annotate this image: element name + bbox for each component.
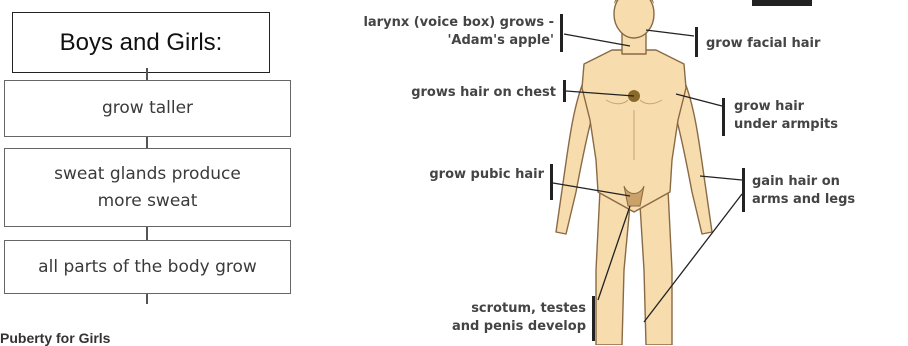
label-arm-leg-hair: gain hair on arms and legs	[752, 173, 855, 208]
label-bar	[563, 80, 566, 102]
label-larynx: larynx (voice box) grows - 'Adam's apple…	[340, 14, 554, 49]
label-bar	[550, 164, 553, 200]
label-bar	[592, 296, 595, 341]
label-bar	[722, 98, 725, 136]
head	[614, 0, 654, 38]
label-bar-partial	[752, 0, 812, 6]
left-leg	[596, 190, 630, 345]
label-facial-hair: grow facial hair	[706, 35, 820, 53]
label-pubic-hair: grow pubic hair	[370, 166, 544, 184]
label-bar	[742, 168, 745, 212]
label-bar	[695, 27, 698, 57]
label-bar	[560, 14, 563, 52]
label-genital-development: scrotum, testes and penis develop	[400, 300, 586, 335]
label-armpit-hair: grow hair under armpits	[734, 98, 838, 133]
label-chest-hair: grows hair on chest	[370, 84, 556, 102]
